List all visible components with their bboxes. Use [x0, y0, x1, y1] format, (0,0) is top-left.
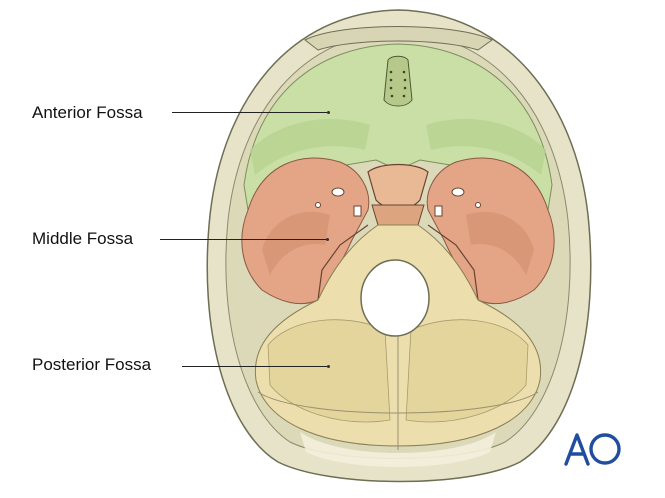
crista-galli [383, 55, 413, 107]
leader-dot-middle [326, 238, 329, 241]
occipital-lower-shading [300, 432, 496, 467]
label-anterior-fossa: Anterior Fossa [32, 103, 143, 122]
foramen-rotundum-left [331, 187, 345, 197]
foramen-lacerum-left [353, 205, 362, 217]
dorsum-sellae [371, 204, 425, 226]
label-posterior-fossa: Posterior Fossa [32, 355, 152, 374]
petrous-ridge-left [317, 224, 369, 301]
foramen-magnum [360, 259, 430, 337]
frontal-crest-cap [304, 26, 493, 51]
ao-logo [564, 433, 621, 466]
foramen-rotundum-right [451, 187, 465, 197]
foramen-spinosum-right [475, 202, 481, 208]
label-middle-fossa: Middle Fossa [32, 229, 134, 248]
orbital-roof-shading-left [250, 118, 370, 175]
leader-line-posterior [182, 366, 328, 367]
leader-dot-posterior [327, 365, 330, 368]
middle-fossa-left-shade [262, 211, 330, 275]
cerebellar-fossa-right [405, 319, 529, 423]
middle-fossa-right-shade [466, 211, 534, 275]
foramen-spinosum-left [315, 202, 321, 208]
cerebellar-fossa-left [267, 319, 391, 423]
orbital-roof-shading-right [426, 118, 546, 175]
foramen-lacerum-right [434, 205, 443, 217]
petrous-ridge-right [427, 224, 479, 301]
leader-line-middle [160, 239, 327, 240]
leader-dot-anterior [327, 111, 330, 114]
leader-line-anterior [172, 112, 328, 113]
cribriform-perforations [389, 70, 407, 98]
transverse-sulcus [257, 391, 539, 414]
